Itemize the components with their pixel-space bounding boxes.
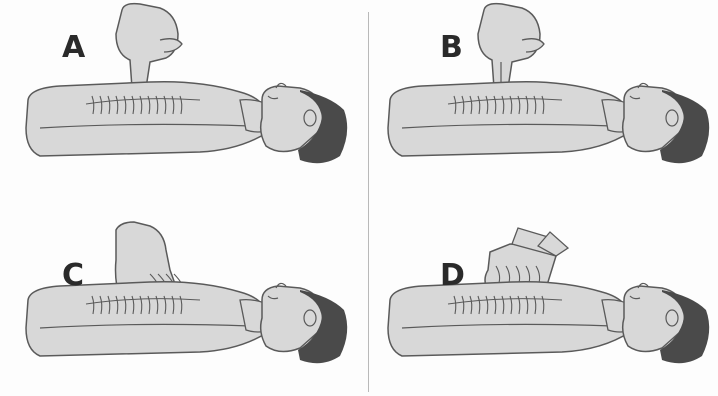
panel-b: B xyxy=(362,0,717,190)
ear xyxy=(304,110,316,126)
chest-compression-figure-a xyxy=(0,0,355,190)
panel-label-b: B xyxy=(440,30,463,65)
panel-a: A xyxy=(0,0,355,190)
chest-compression-figure-b xyxy=(362,0,717,190)
panel-d: D xyxy=(362,200,717,390)
torso xyxy=(388,82,630,156)
ear xyxy=(666,110,678,126)
chest-compression-figure-d xyxy=(362,200,717,390)
panel-c: C xyxy=(0,200,355,390)
torso xyxy=(26,82,268,156)
panel-label-c: C xyxy=(62,258,84,293)
ear xyxy=(666,310,678,326)
torso xyxy=(388,282,630,356)
panel-label-d: D xyxy=(440,258,465,293)
chest-compression-figure-c xyxy=(0,200,355,390)
panel-label-a: A xyxy=(62,30,85,65)
ear xyxy=(304,310,316,326)
